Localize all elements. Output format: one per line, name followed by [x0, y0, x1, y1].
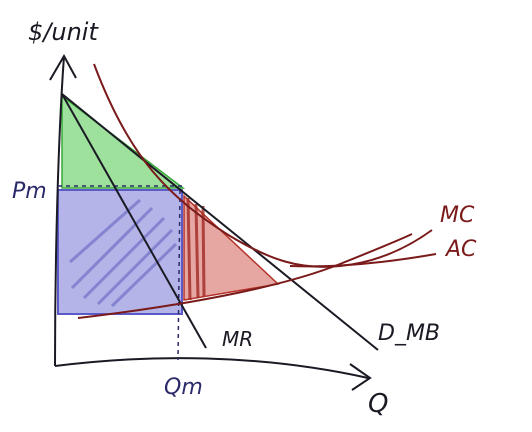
x-axis-arrow-icon — [349, 363, 372, 391]
x-axis — [54, 357, 369, 379]
marginal-revenue-curve — [61, 93, 207, 349]
demand-label: D_MB — [378, 321, 440, 346]
mc-label: MC — [440, 203, 475, 228]
deadweight-loss-hatching — [186, 197, 206, 301]
price-label: Pm — [12, 179, 47, 204]
marginal-cost-curve — [93, 63, 433, 268]
ac-label: AC — [444, 237, 477, 262]
average-cost-curve — [77, 233, 413, 319]
mr-label: MR — [222, 327, 253, 351]
demand-curve — [61, 93, 379, 351]
profit-region — [57, 189, 183, 315]
quantity-label: Qm — [164, 375, 203, 400]
y-axis — [54, 55, 65, 367]
x-axis-label: Q — [368, 389, 388, 419]
y-axis-arrow-icon — [49, 53, 77, 81]
y-axis-label: $/unit — [28, 18, 99, 46]
average-cost-curve-tail — [289, 253, 437, 268]
